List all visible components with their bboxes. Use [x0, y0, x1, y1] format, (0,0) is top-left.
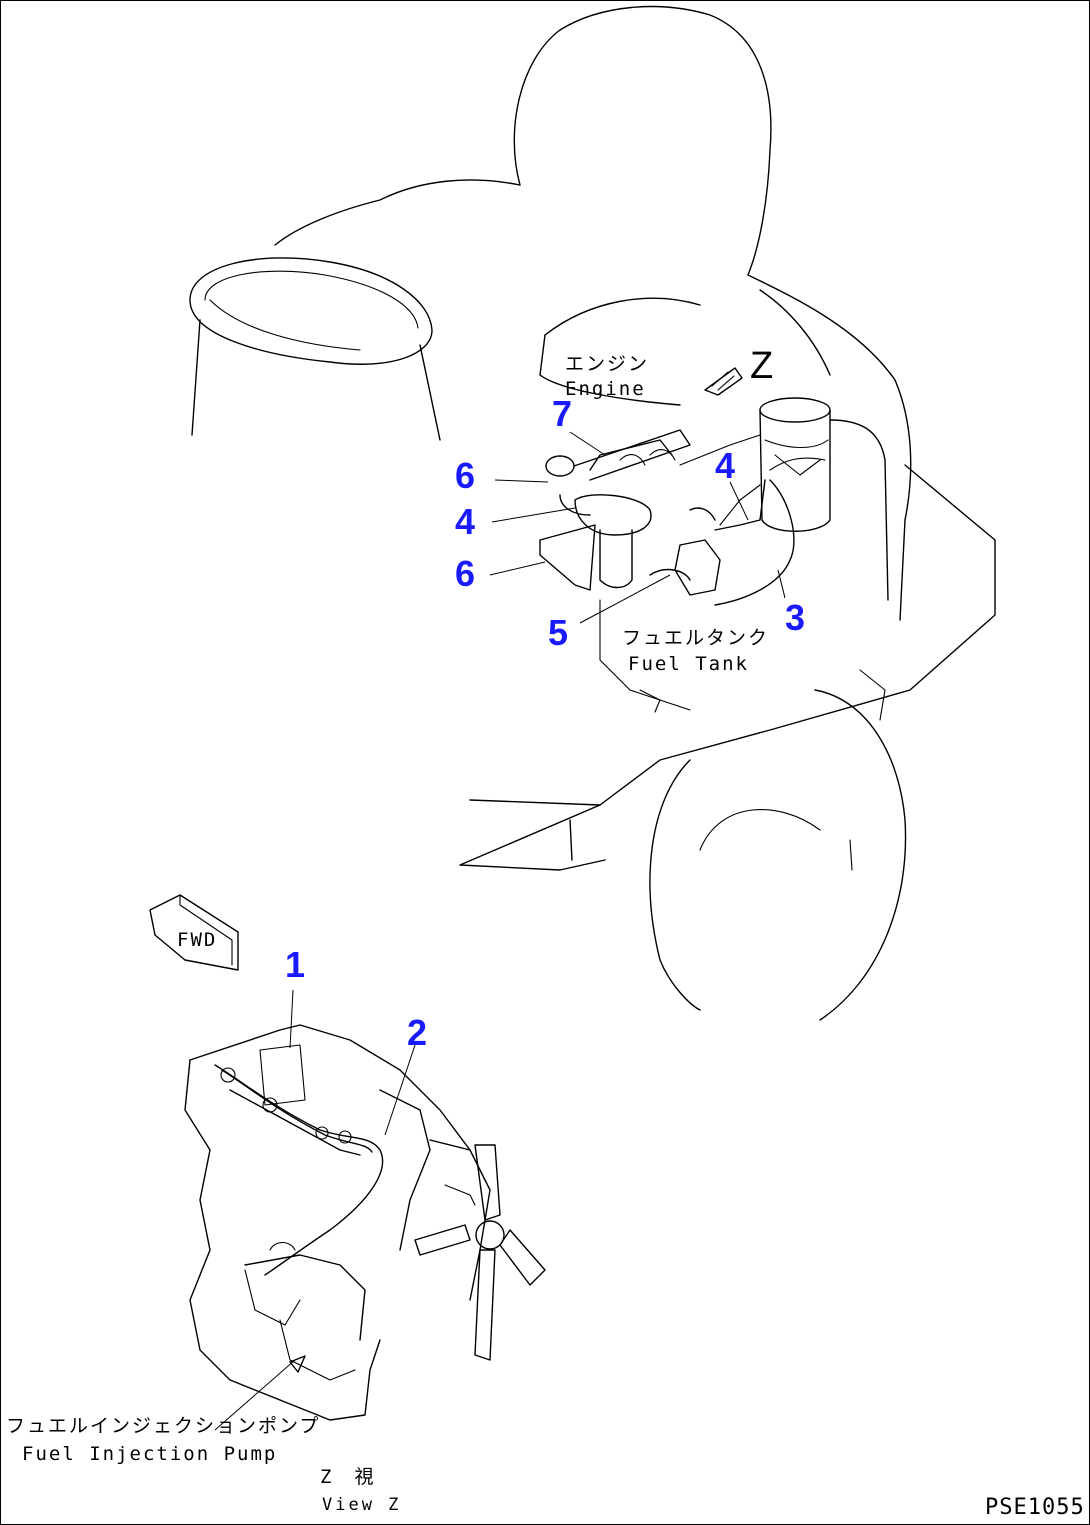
engine-label-en: Engine [565, 378, 646, 400]
part-labels: エンジン Engine Z フュエルタンク Fuel Tank FWD フュエル… [6, 345, 1085, 1520]
callout-numbers: 1 2 3 4 4 5 6 6 7 [285, 393, 805, 1053]
hood-body [459, 334, 996, 1021]
view-label-en: View Z [322, 1495, 401, 1515]
callout-1: 1 [285, 944, 305, 985]
drawing-code: PSE1055 [985, 1495, 1085, 1520]
fwd-label: FWD [177, 929, 217, 951]
callout-7: 7 [552, 393, 572, 434]
fuel-tank-label-jp: フュエルタンク [622, 627, 769, 649]
callout-4b: 4 [455, 501, 475, 542]
fwd-arrow [149, 894, 239, 971]
callout-4a: 4 [715, 445, 735, 486]
fuel-tank [759, 397, 889, 601]
view-z-mark: Z [750, 345, 773, 387]
callout-5: 5 [548, 612, 568, 653]
callout-6a: 6 [455, 455, 475, 496]
fuel-line [214, 1064, 384, 1276]
view-z-arrow [704, 367, 743, 396]
callout-2: 2 [407, 1012, 427, 1053]
view-label-jp: Z 視 [320, 1466, 375, 1488]
fuel-hoses [714, 479, 795, 606]
operator-figure [274, 5, 912, 521]
callout-6b: 6 [455, 553, 475, 594]
pump-label-jp: フュエルインジェクションポンプ [6, 1415, 320, 1437]
pump-label-en: Fuel Injection Pump [22, 1443, 277, 1465]
callout-3: 3 [785, 597, 805, 638]
engine-block [184, 1024, 491, 1421]
cooling-fan [414, 1144, 546, 1361]
steering-wheel [189, 257, 441, 441]
fuel-filter-assembly [539, 429, 766, 713]
leader-lines-upper [489, 431, 786, 624]
fuel-tank-label-en: Fuel Tank [628, 653, 749, 675]
leader-lines-lower [214, 989, 416, 1431]
engine-label-jp: エンジン [565, 353, 649, 375]
